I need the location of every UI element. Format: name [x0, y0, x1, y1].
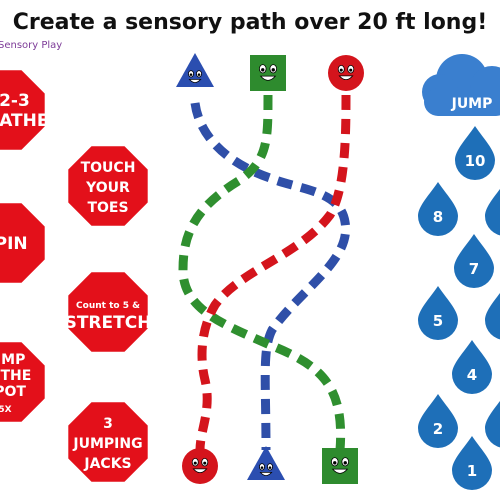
face-pupil	[203, 461, 207, 465]
circle-shape	[328, 55, 364, 91]
raindrop-number: 7	[469, 260, 479, 278]
face-pupil	[189, 73, 193, 76]
raindrop-edge-icon	[485, 188, 500, 236]
face-pupil	[261, 68, 265, 72]
stop-sign-text: TOES	[87, 200, 128, 216]
page-title: Create a sensory path over 20 ft long!	[12, 10, 488, 35]
stop-sign: Count to 5 & STRETCH	[65, 268, 152, 356]
raindrop-number: 2	[433, 420, 443, 438]
raindrop-edge-icon	[485, 292, 500, 340]
raindrop-shape	[452, 340, 492, 394]
raindrop-shape	[455, 126, 495, 180]
circle-face-icon	[182, 448, 218, 484]
stop-sign-text: JACKS	[83, 456, 131, 472]
red-path	[195, 94, 351, 451]
stop-sign: JUMPIN THESPOT 5X	[0, 338, 49, 426]
raindrop-icon: 8	[418, 182, 458, 236]
stop-sign-text: IN THE	[0, 368, 31, 384]
raindrop-icon: 5	[418, 286, 458, 340]
triangle-face-icon	[176, 53, 214, 87]
raindrop-edge-icon	[485, 400, 500, 448]
stop-sign-text: SPOT	[0, 384, 26, 400]
face-smile	[259, 75, 277, 81]
stop-sign-text: STRETCH	[65, 313, 152, 333]
square-shape	[322, 448, 358, 484]
raindrop-number: 10	[465, 152, 486, 170]
stop-sign-text: YOUR	[85, 180, 130, 196]
raindrop-number: 1	[467, 462, 477, 480]
face-pupil	[333, 461, 337, 465]
raindrop-icon: 1	[452, 436, 492, 490]
stop-sign-face	[0, 342, 45, 422]
cloud-base	[424, 88, 500, 116]
square-face-icon	[322, 448, 358, 484]
raindrop-shape	[418, 286, 458, 340]
raindrop-number: 8	[433, 208, 443, 226]
face-pupil	[343, 461, 347, 465]
face-smile	[259, 472, 273, 476]
triangle-shape	[176, 53, 214, 87]
stop-sign-text: 3	[103, 416, 113, 432]
triangle-shape	[247, 446, 285, 480]
raindrop-shape	[452, 436, 492, 490]
circle-shape	[182, 448, 218, 484]
raindrop-icon: 4	[452, 340, 492, 394]
face-smile	[188, 79, 202, 83]
face-smile	[192, 468, 208, 474]
face-smile	[331, 468, 349, 474]
stop-sign-text: BREATHE	[0, 111, 48, 131]
brand-label: Sensory Play	[0, 40, 63, 51]
raindrop-shape	[454, 234, 494, 288]
raindrop-icon: 10	[455, 126, 495, 180]
raindrop-icon: 2	[418, 394, 458, 448]
circle-face-icon	[328, 55, 364, 91]
cloud-icon: JUMP	[422, 54, 500, 116]
raindrop-shape	[418, 394, 458, 448]
stop-sign-text: 1-2-3	[0, 91, 30, 111]
face-pupil	[260, 466, 264, 469]
face-pupil	[197, 73, 201, 76]
square-shape	[250, 55, 286, 91]
raindrop-shape	[418, 182, 458, 236]
raindrop-number: 5	[433, 312, 443, 330]
face-pupil	[268, 466, 272, 469]
face-pupil	[271, 68, 275, 72]
stop-sign-text: JUMPING	[72, 436, 142, 452]
stop-sign-face	[68, 272, 148, 352]
triangle-face-icon	[247, 446, 285, 480]
raindrop-icon: 7	[454, 234, 494, 288]
stop-sign-text: JUMP	[0, 352, 25, 368]
face-pupil	[349, 68, 353, 72]
stop-sign-face	[0, 70, 45, 150]
green-path	[178, 94, 346, 451]
square-face-icon	[250, 55, 286, 91]
blue-path	[190, 102, 351, 451]
stop-sign-text: TOUCH	[81, 160, 136, 176]
stop-sign-text: 5X	[0, 405, 12, 415]
stop-sign-face	[68, 402, 148, 482]
raindrop-number: 4	[467, 366, 477, 384]
stop-sign-text: Count to 5 &	[76, 301, 140, 311]
cloud-label: JUMP	[451, 96, 493, 112]
stop-sign-face	[0, 203, 45, 283]
stop-sign: 1-2-3BREATHE	[0, 66, 48, 154]
stop-sign-face	[68, 146, 148, 226]
face-smile	[338, 75, 354, 81]
face-pupil	[339, 68, 343, 72]
face-pupil	[193, 461, 197, 465]
stop-sign: TOUCH YOUR TOES	[64, 142, 152, 230]
